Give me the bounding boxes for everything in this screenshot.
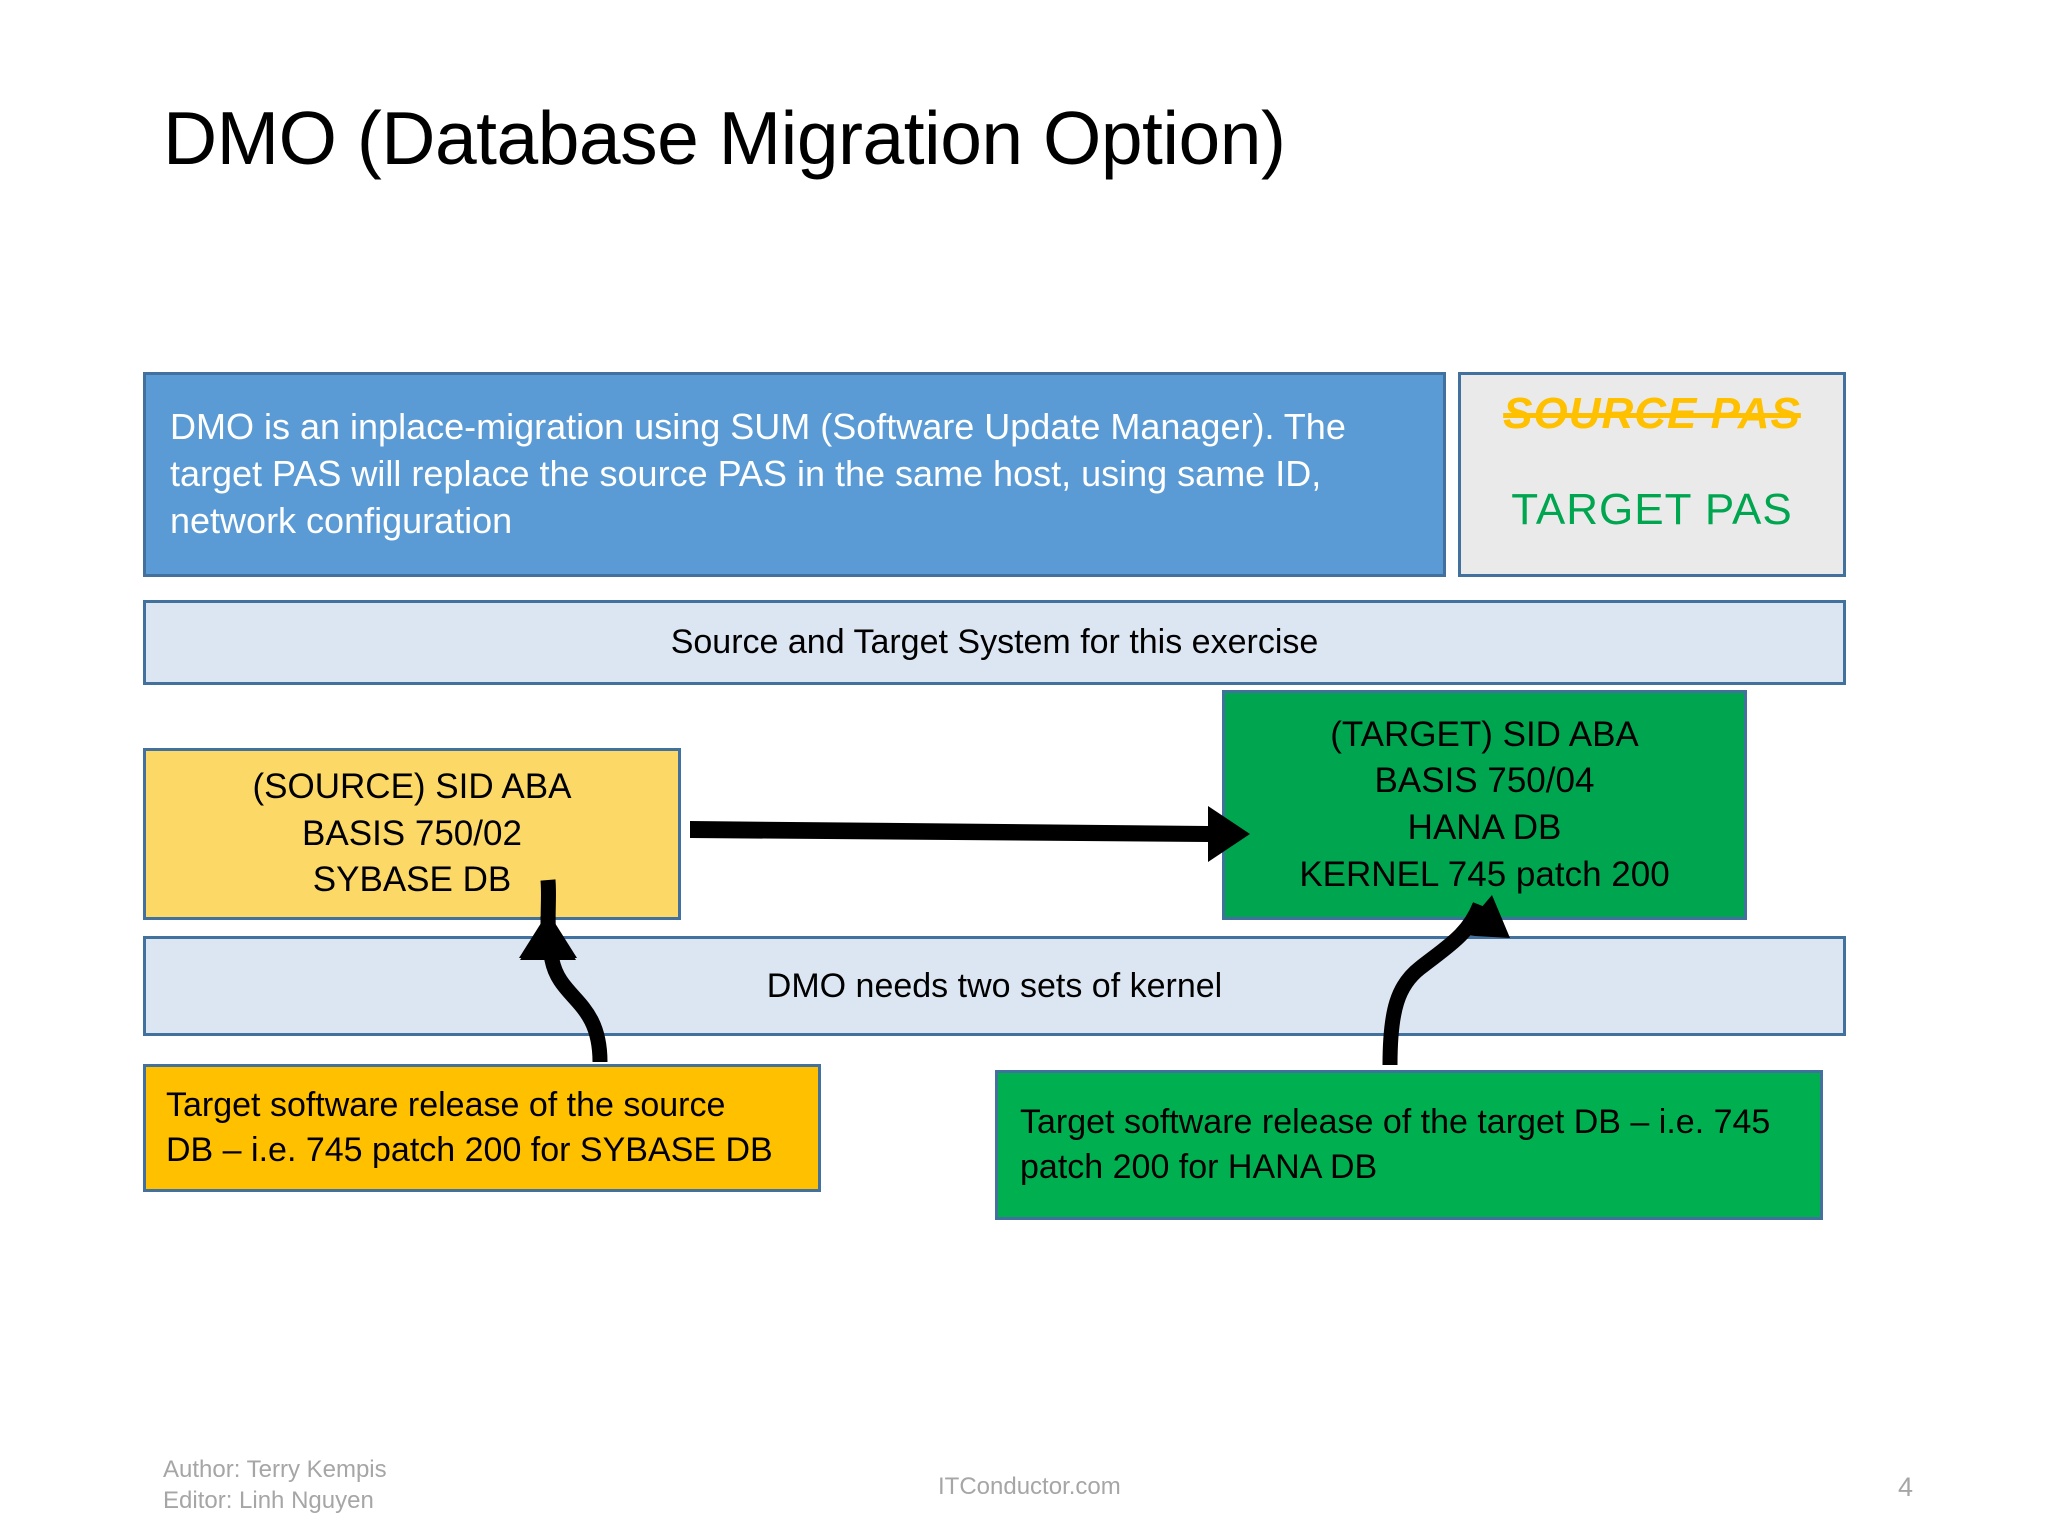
page-title: DMO (Database Migration Option) xyxy=(163,96,1286,180)
source-to-target-arrow xyxy=(690,806,1250,862)
target-note-line-1: Target software release of the target DB… xyxy=(1020,1103,1771,1142)
target-note-line-2: patch 200 for HANA DB xyxy=(1020,1148,1378,1186)
description-text: DMO is an inplace-migration using SUM (S… xyxy=(170,406,1346,541)
band-top-label: Source and Target System for this exerci… xyxy=(670,623,1319,661)
footer-site-label: ITConductor.com xyxy=(938,1473,1121,1500)
target-kernel-note-box: Target software release of the target DB… xyxy=(995,1070,1823,1220)
source-system-line-1: (SOURCE) SID ABA xyxy=(252,767,572,807)
source-system-box: (SOURCE) SID ABA BASIS 750/02 SYBASE DB xyxy=(143,748,681,920)
band-bottom-label: DMO needs two sets of kernel xyxy=(766,966,1223,1005)
source-system-line-2: BASIS 750/02 xyxy=(302,813,522,853)
band-dmo-two-kernels: DMO needs two sets of kernel xyxy=(143,936,1846,1036)
pas-legend-box: SOURCE PAS TARGET PAS xyxy=(1458,372,1846,577)
legend-source-pas-label: SOURCE PAS xyxy=(1503,389,1801,438)
description-box: DMO is an inplace-migration using SUM (S… xyxy=(143,372,1446,577)
footer-credits: Author: Terry Kempis Editor: Linh Nguyen xyxy=(163,1455,387,1516)
target-system-line-4: KERNEL 745 patch 200 xyxy=(1299,854,1670,894)
legend-target-pas-label: TARGET PAS xyxy=(1511,485,1793,534)
source-note-line-1: Target software release of the source xyxy=(166,1086,726,1125)
footer-page-number: 4 xyxy=(1898,1472,1914,1502)
source-system-line-3: SYBASE DB xyxy=(312,860,512,900)
footer-author: Author: Terry Kempis xyxy=(163,1456,387,1483)
band-source-target-system: Source and Target System for this exerci… xyxy=(143,600,1846,685)
target-system-box: (TARGET) SID ABA BASIS 750/04 HANA DB KE… xyxy=(1222,690,1747,920)
source-note-line-2: DB – i.e. 745 patch 200 for SYBASE DB xyxy=(166,1131,773,1169)
target-system-line-2: BASIS 750/04 xyxy=(1374,761,1595,801)
footer-editor: Editor: Linh Nguyen xyxy=(163,1486,374,1514)
target-system-line-3: HANA DB xyxy=(1407,808,1562,847)
source-kernel-note-box: Target software release of the source DB… xyxy=(143,1064,821,1192)
target-system-line-1: (TARGET) SID ABA xyxy=(1330,714,1639,754)
